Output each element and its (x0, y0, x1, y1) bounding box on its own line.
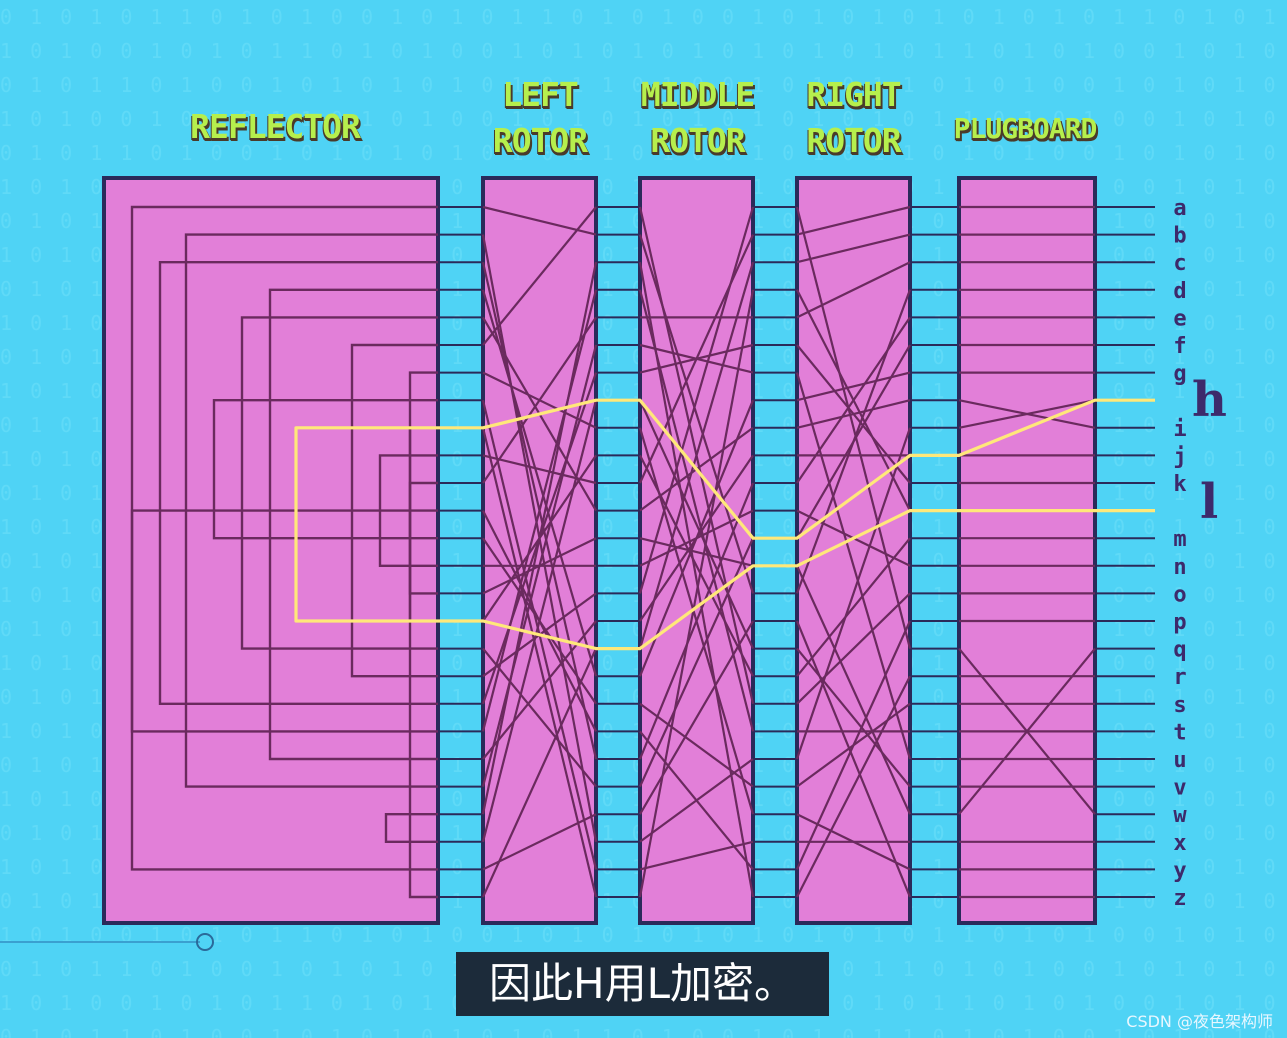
reflector-wire-7 (212, 399, 438, 540)
letter-label-q: q (1173, 638, 1186, 663)
middle-rotor-box-wire-22 (639, 620, 754, 815)
reflector-wire-2 (158, 261, 438, 705)
left-rotor-box (481, 176, 598, 925)
left-rotor-box-wire-23 (481, 399, 598, 843)
right-rotor-box-wire-14 (795, 289, 912, 594)
letter-label-x: x (1173, 831, 1186, 856)
middle-rotor-box-wire-23 (639, 758, 754, 843)
middle-rotor-title: MIDDLE ROTOR (640, 75, 755, 160)
plugboard-box (957, 176, 1097, 925)
right-rotor-box-wire-13 (795, 565, 912, 815)
letter-label-b: b (1173, 224, 1186, 249)
letter-label-a: a (1173, 196, 1186, 221)
right-rotor-box-wire-20 (795, 427, 912, 760)
letter-label-o: o (1173, 582, 1186, 607)
watermark: CSDN @夜色架构师 (1126, 1012, 1273, 1031)
letter-label-r: r (1173, 665, 1186, 690)
right-rotor-title: RIGHT ROTOR (806, 75, 901, 160)
left-rotor-box-wire-24 (482, 813, 597, 871)
subtitle-caption: 因此H用L加密。 (456, 952, 829, 1016)
right-rotor-box-wire-6 (795, 372, 912, 760)
letter-label-w: w (1173, 803, 1187, 828)
letter-label-y: y (1173, 858, 1186, 883)
reflector-wire-4 (240, 316, 438, 650)
letter-label-f: f (1173, 334, 1186, 359)
letter-label-s: s (1173, 693, 1186, 718)
left-rotor-box-wire-9 (482, 454, 597, 485)
letter-label-t: t (1173, 720, 1186, 745)
letter-label-m: m (1173, 527, 1186, 552)
middle-rotor-box-wire-12 (639, 537, 754, 567)
right-rotor-box-wire-18 (796, 592, 911, 705)
middle-rotor-box-wire-16 (638, 261, 755, 649)
letter-label-c: c (1173, 251, 1186, 276)
middle-rotor-box-wire-10 (638, 234, 755, 484)
right-rotor-box (795, 176, 912, 925)
letter-label-v: v (1173, 776, 1186, 801)
left-rotor-title: LEFT ROTOR (492, 75, 588, 160)
video-progress (0, 933, 214, 951)
signal-path-h-to-l (294, 398, 1155, 651)
middle-rotor-box-wire-25 (638, 289, 755, 898)
reflector-wire-10 (130, 509, 438, 733)
plugboard-wire-22 (958, 647, 1096, 815)
input-letter-h: h (1192, 372, 1227, 428)
middle-rotor-box-wire-20 (638, 482, 755, 760)
internal-wiring (130, 205, 1096, 899)
letter-label-k: k (1173, 472, 1186, 497)
letter-label-z: z (1173, 886, 1186, 911)
middle-rotor-box-wire-17 (638, 399, 755, 677)
letter-label-d: d (1173, 279, 1186, 304)
reflector-wire-11 (384, 813, 438, 843)
letter-label-u: u (1173, 748, 1186, 773)
letter-label-n: n (1173, 555, 1186, 580)
right-rotor-box-wire-4 (796, 261, 911, 319)
left-rotor-box-wire-25 (481, 648, 598, 898)
right-rotor-box-wire-2 (796, 233, 911, 264)
letter-label-p: p (1173, 610, 1186, 635)
left-rotor-box-wire-21 (481, 344, 598, 787)
middle-rotor-box-wire-14 (638, 206, 755, 594)
letter-label-g: g (1173, 362, 1186, 387)
reflector-title: REFLECTOR (190, 107, 361, 146)
letter-labels: abcdefghijklmnopqrstuvwxyz (1173, 196, 1187, 911)
progress-handle (196, 933, 214, 951)
middle-rotor-box-wire-24 (639, 840, 754, 871)
plugboard-wire-8 (958, 399, 1096, 429)
left-rotor-box-wire-16 (482, 647, 597, 788)
letter-label-i: i (1173, 417, 1186, 442)
plugboard-title: PLUGBOARD (953, 112, 1098, 145)
letter-label-e: e (1173, 306, 1186, 331)
right-rotor-box-wire-25 (796, 675, 911, 898)
middle-rotor-box-wire-1 (638, 234, 755, 594)
right-rotor-box-wire-0 (795, 206, 912, 649)
left-rotor-box-wire-8 (481, 427, 598, 898)
output-letter-l: l (1200, 474, 1219, 530)
middle-rotor-box-wire-3 (638, 289, 755, 732)
left-rotor-box-wire-10 (482, 316, 597, 484)
right-rotor-box-wire-15 (795, 620, 912, 898)
reflector-wire-3 (268, 288, 438, 761)
right-rotor-box-wire-8 (796, 399, 911, 429)
left-rotor-box-wire-22 (481, 261, 598, 815)
left-rotor-box-wire-3 (481, 289, 598, 677)
letter-label-j: j (1173, 444, 1186, 469)
right-rotor-box-wire-1 (796, 205, 911, 236)
left-rotor-box-wire-5 (482, 206, 597, 346)
right-rotor-box-wire-24 (795, 620, 912, 870)
right-rotor-box-wire-17 (796, 537, 911, 677)
signal-path (294, 398, 1155, 651)
middle-rotor-box-wire-9 (639, 454, 754, 677)
left-rotor-box-wire-19 (481, 289, 598, 732)
right-rotor-box-wire-10 (796, 316, 911, 484)
right-rotor-box-wire-16 (796, 647, 911, 788)
